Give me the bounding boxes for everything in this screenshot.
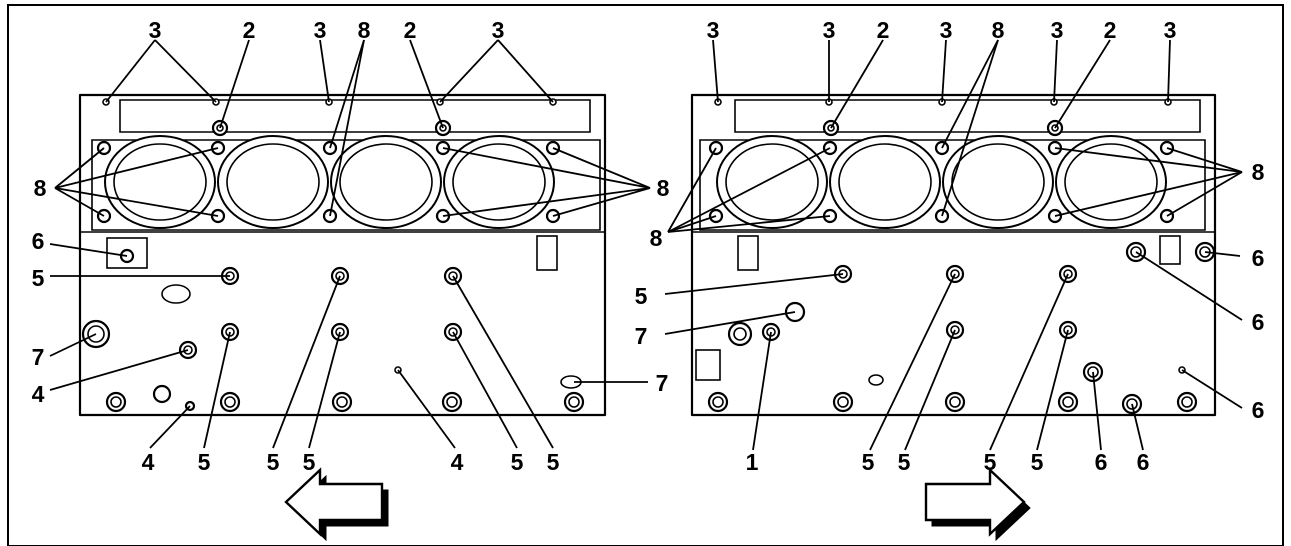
left-gasket-band: [91, 139, 601, 231]
left-callout-bottom-5c: 5: [303, 449, 316, 475]
left-block-view: 3 2 3 8 2 3 8 6 5 7 4 8 7 4 5 5 5 4 5 5: [32, 17, 670, 542]
left-callout-7-right: 7: [656, 370, 669, 396]
left-leader-lines: [49, 39, 651, 449]
right-callout-3c: 3: [940, 17, 953, 43]
left-callout-3a: 3: [149, 17, 162, 43]
right-callout-3a: 3: [707, 17, 720, 43]
right-deck-edge: [734, 99, 1201, 133]
left-callout-bottom-5b: 5: [267, 449, 280, 475]
right-callout-8-right: 8: [1252, 159, 1265, 185]
right-callout-6b: 6: [1252, 309, 1265, 335]
left-callout-6: 6: [32, 228, 45, 254]
right-callout-3e: 3: [1164, 17, 1177, 43]
left-callout-7: 7: [32, 344, 45, 370]
left-callout-bottom-5a: 5: [198, 449, 211, 475]
diagram-frame: [7, 4, 1284, 546]
left-callout-2a: 2: [243, 17, 256, 43]
right-callout-2b: 2: [1104, 17, 1117, 43]
right-callout-bottom-6a: 6: [1095, 449, 1108, 475]
right-leader-lines: [664, 39, 1243, 451]
left-callout-5: 5: [32, 265, 45, 291]
right-callout-2a: 2: [877, 17, 890, 43]
right-callout-bottom-5b: 5: [898, 449, 911, 475]
right-callout-8-top: 8: [992, 17, 1005, 43]
left-callout-bottom-5e: 5: [547, 449, 560, 475]
right-callout-bottom-5a: 5: [862, 449, 875, 475]
right-callout-8-left: 8: [650, 225, 663, 251]
left-callout-3c: 3: [492, 17, 505, 43]
left-callouts: 3 2 3 8 2 3 8 6 5 7 4 8 7 4 5 5 5 4 5 5: [32, 17, 670, 475]
right-arrow-icon: [924, 467, 1031, 542]
right-callout-5: 5: [635, 283, 648, 309]
left-callout-8-left: 8: [34, 175, 47, 201]
left-callout-8-top: 8: [358, 17, 371, 43]
right-callout-bottom-1: 1: [746, 449, 759, 475]
left-callout-3b: 3: [314, 17, 327, 43]
right-callout-bottom-5d: 5: [1031, 449, 1044, 475]
right-callout-bottom-5c: 5: [984, 449, 997, 475]
right-callout-7: 7: [635, 323, 648, 349]
left-callout-2b: 2: [404, 17, 417, 43]
left-callout-bottom-4a: 4: [142, 449, 155, 475]
left-head-bolt-holes: [96, 98, 561, 224]
left-callout-bottom-4b: 4: [451, 449, 464, 475]
left-callout-4: 4: [32, 381, 45, 407]
right-callout-6c: 6: [1252, 397, 1265, 423]
right-callout-3b: 3: [823, 17, 836, 43]
left-side-holes: [81, 235, 585, 413]
right-callout-bottom-6b: 6: [1137, 449, 1150, 475]
right-gasket-band: [699, 139, 1206, 231]
left-arrow-icon: [284, 467, 389, 542]
right-block-view: 3 3 2 3 8 3 2 3 8 5 7 8 6 6 6 1 5 5 5 5 …: [635, 17, 1265, 542]
right-callout-6a: 6: [1252, 245, 1265, 271]
right-callouts: 3 3 2 3 8 3 2 3 8 5 7 8 6 6 6 1 5 5 5 5 …: [635, 17, 1265, 475]
right-callout-3d: 3: [1051, 17, 1064, 43]
left-callout-bottom-5d: 5: [511, 449, 524, 475]
left-callout-8-right: 8: [657, 175, 670, 201]
